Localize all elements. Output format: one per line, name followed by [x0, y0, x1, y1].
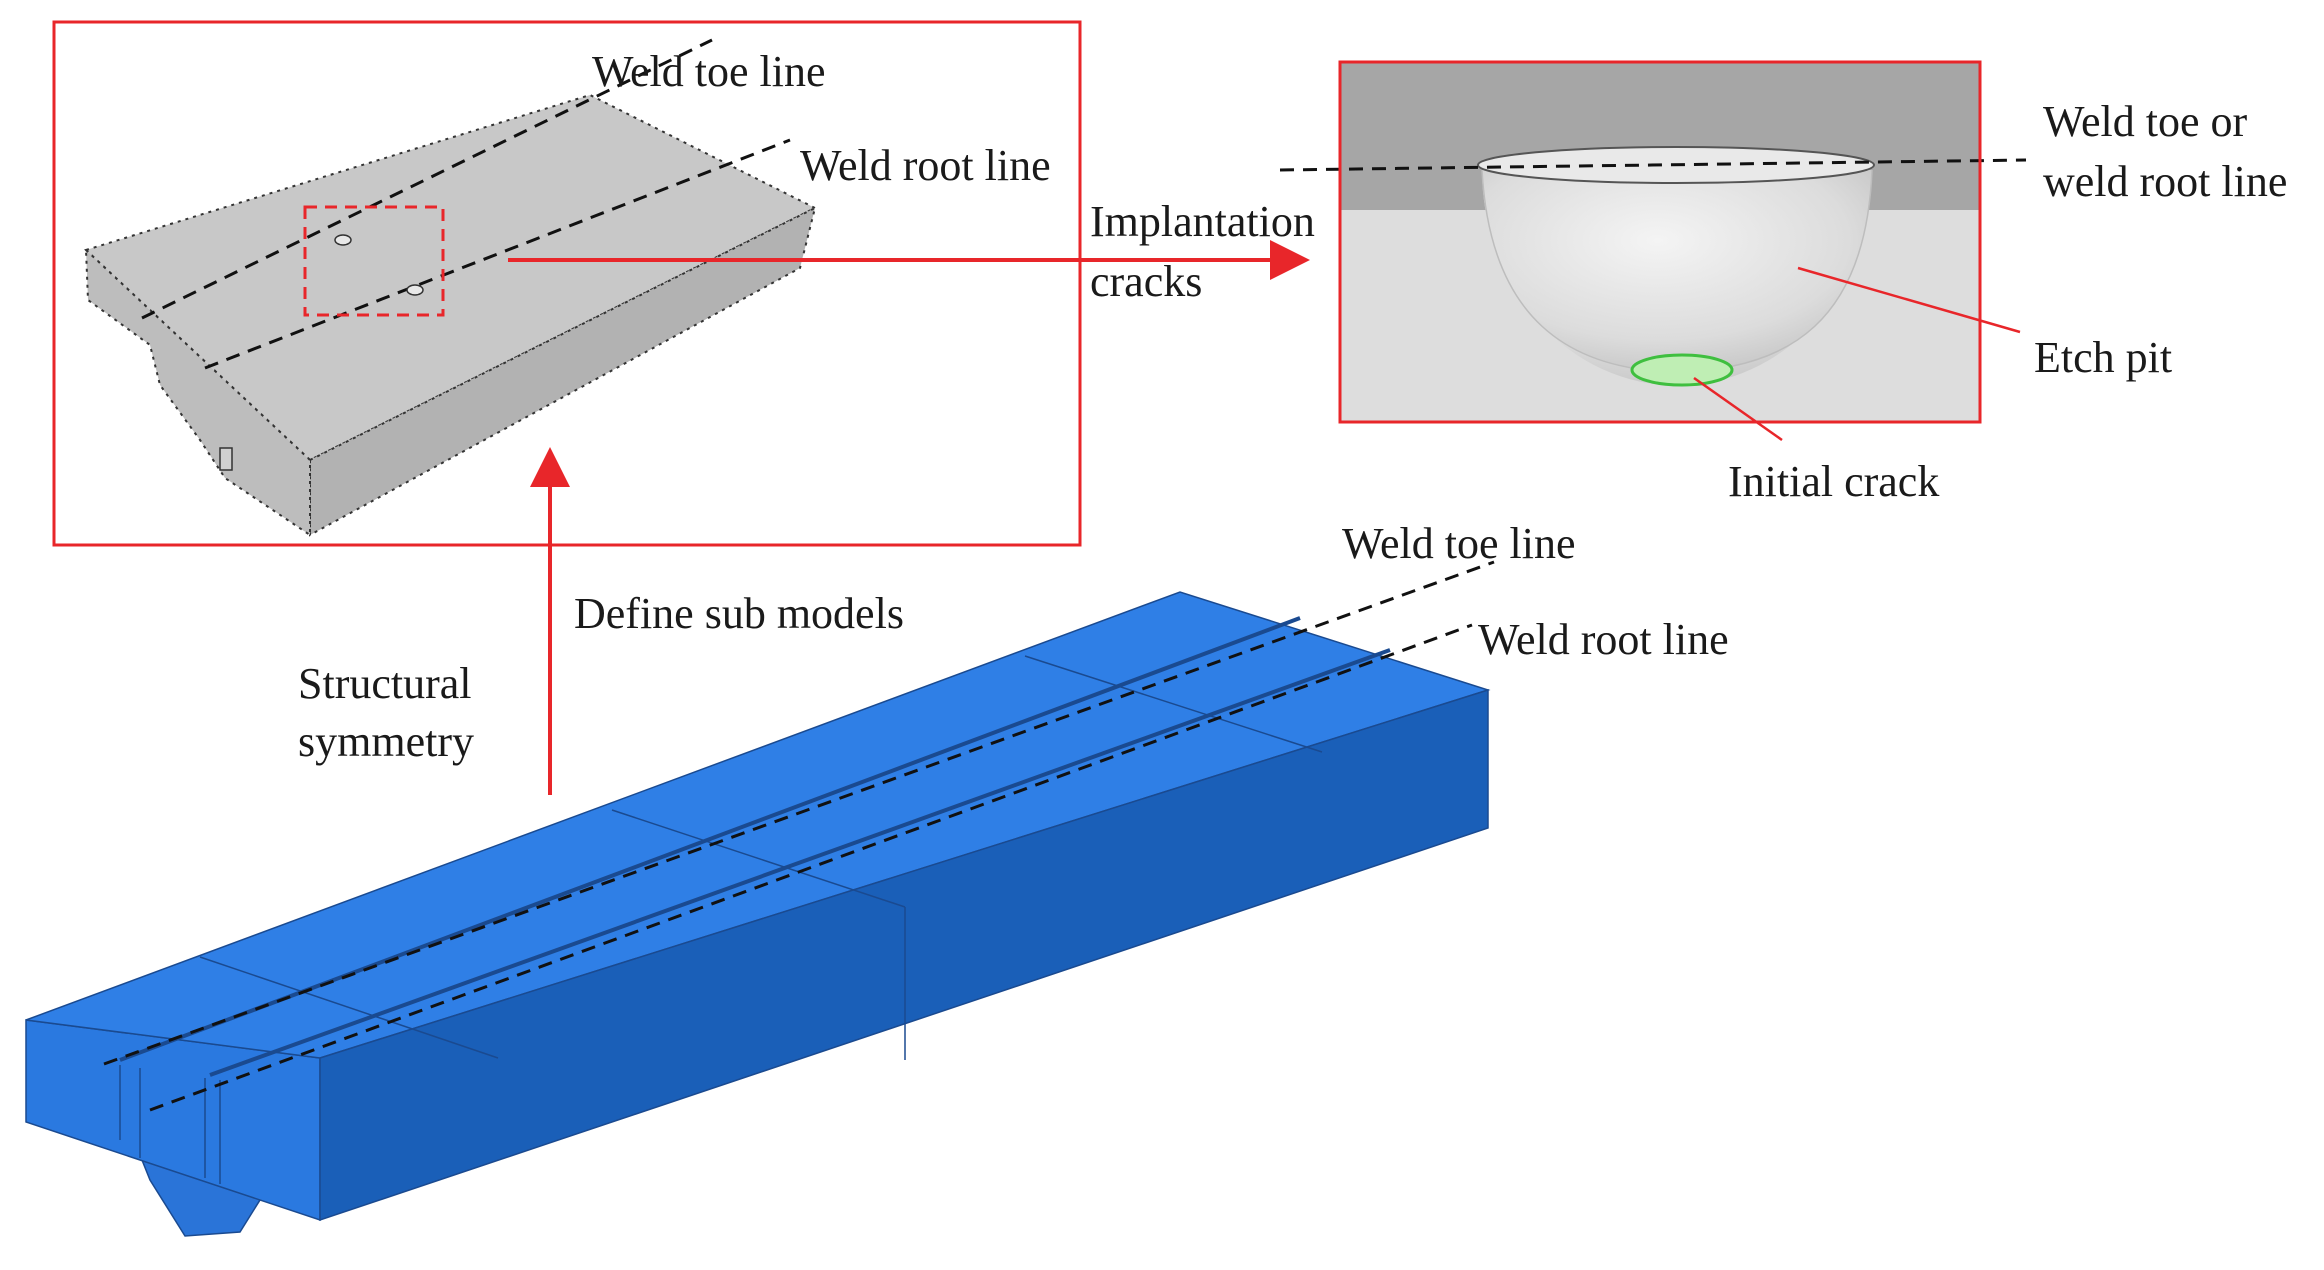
- label-weld-root-line-detail: weld root line: [2043, 157, 2287, 206]
- detail-frame: [1338, 60, 1982, 424]
- submodel-gray-block: [84, 38, 818, 537]
- etch-pit-detail: [1279, 62, 2027, 422]
- initial-crack-shape: [1630, 353, 1734, 387]
- crack-highlight-box: [303, 205, 445, 317]
- submodel-frame: [52, 20, 1082, 547]
- label-initial-crack: Initial crack: [1728, 457, 1939, 506]
- label-weld-toe-line-bottom: Weld toe line: [1342, 519, 1576, 568]
- label-cracks: cracks: [1090, 257, 1202, 306]
- model-weld-root-line: [149, 623, 1473, 1112]
- label-structural: Structural: [298, 659, 472, 708]
- submodel-weld-root-line: [204, 138, 791, 370]
- label-weld-toe-or: Weld toe or: [2043, 97, 2248, 146]
- submodel-weld-toe-line: [141, 38, 713, 320]
- label-weld-toe-line-top: Weld toe line: [592, 47, 826, 96]
- label-implantation: Implantation: [1090, 197, 1315, 246]
- label-symmetry: symmetry: [298, 717, 474, 766]
- label-etch-pit: Etch pit: [2034, 333, 2172, 382]
- label-define-sub-models: Define sub models: [574, 589, 904, 638]
- full-model-blue-beam: [25, 560, 1495, 1237]
- label-weld-root-line-bottom: Weld root line: [1478, 615, 1729, 664]
- label-weld-root-line-top: Weld root line: [800, 141, 1051, 190]
- model-weld-toe-line: [103, 560, 1495, 1066]
